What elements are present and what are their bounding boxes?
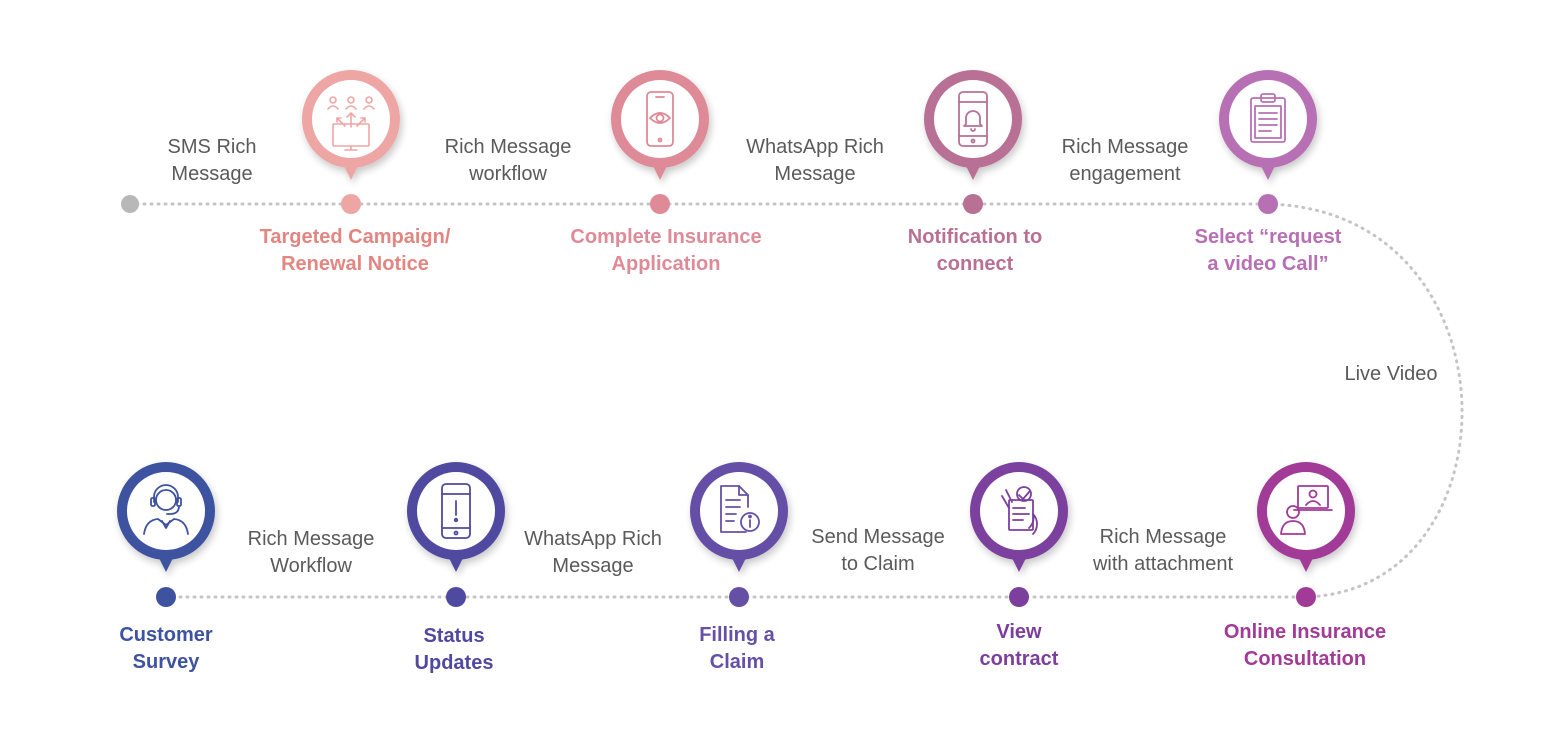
connector-label: Rich Message Workflow <box>216 526 406 580</box>
pin-request-video-call <box>1219 70 1317 214</box>
curve-label-text: Live Video <box>1344 363 1438 385</box>
step-title: Select “request a video Call” <box>1138 224 1398 278</box>
support-agent-icon <box>143 484 189 535</box>
connector-label-line: workflow <box>469 163 547 185</box>
step-title: Targeted Campaign/ Renewal Notice <box>225 224 485 278</box>
step-title-line: Claim <box>709 651 765 673</box>
connector-label: WhatsApp Rich Message <box>498 526 688 580</box>
pin-filling-claim <box>690 462 788 607</box>
step-title-line: View <box>996 621 1042 643</box>
curve-label: Live Video <box>1296 361 1486 388</box>
connector-label-line: Rich Message <box>1061 136 1189 158</box>
video-consultation-icon <box>1280 485 1333 535</box>
connector-label-line: WhatsApp Rich <box>746 136 884 158</box>
campaign-broadcast-icon <box>327 96 375 151</box>
connector-label-line: Rich Message <box>444 136 572 158</box>
step-title-line: Notification to <box>907 226 1043 248</box>
step-title: Online Insurance Consultation <box>1175 619 1435 673</box>
pin-status-updates <box>407 462 505 607</box>
step-title-line: Consultation <box>1243 648 1367 670</box>
connector-label-line: Message <box>774 163 856 185</box>
start-label: SMS Rich Message <box>117 134 307 188</box>
start-dot <box>121 195 139 213</box>
clipboard-icon <box>1250 93 1286 143</box>
step-title-line: Select “request <box>1194 226 1342 248</box>
step-title-line: Complete Insurance <box>570 226 762 248</box>
phone-alert-icon <box>441 483 471 539</box>
step-title: Status Updates <box>324 623 584 677</box>
step-title-line: a video Call” <box>1207 253 1329 275</box>
connector-label-line: to Claim <box>841 553 915 575</box>
connector-label: Rich Message with attachment <box>1068 524 1258 578</box>
step-title: View contract <box>889 619 1149 673</box>
connector-label: WhatsApp Rich Message <box>720 134 910 188</box>
pin-notification <box>924 70 1022 214</box>
connector-label: Send Message to Claim <box>783 524 973 578</box>
connector-label: Rich Message engagement <box>1030 134 1220 188</box>
phone-bell-icon <box>958 91 988 147</box>
connector-label-line: Send Message <box>811 526 945 548</box>
document-info-icon <box>720 485 760 533</box>
step-title-line: Online Insurance <box>1223 621 1387 643</box>
step-title-line: connect <box>936 253 1014 275</box>
step-title-line: Customer <box>119 624 213 646</box>
phone-eye-icon <box>646 91 674 147</box>
step-title: Customer Survey <box>36 622 296 676</box>
connector-label-line: WhatsApp Rich <box>524 528 662 550</box>
step-title-line: Filling a <box>699 624 775 646</box>
pin-complete-insurance <box>611 70 709 214</box>
connector-label-line: with attachment <box>1092 553 1234 575</box>
step-title-line: contract <box>979 648 1059 670</box>
connector-label-line: engagement <box>1069 163 1181 185</box>
start-label-line: SMS Rich <box>167 136 257 158</box>
pin-targeted-campaign <box>302 70 400 214</box>
connector-label-line: Message <box>552 555 634 577</box>
connecting-curve <box>1266 202 1464 599</box>
connector-label-line: Rich Message <box>247 528 375 550</box>
step-title-line: Targeted Campaign/ <box>259 226 451 248</box>
signed-contract-icon <box>1001 486 1038 535</box>
connector-label: Rich Message workflow <box>413 134 603 188</box>
step-title: Complete Insurance Application <box>536 224 796 278</box>
connector-label-line: Rich Message <box>1099 526 1227 548</box>
pin-customer-survey <box>117 462 215 607</box>
step-title-line: Updates <box>414 652 494 674</box>
step-title: Filling a Claim <box>607 622 867 676</box>
connector-label-line: Workflow <box>270 555 352 577</box>
step-title-line: Status <box>423 625 485 647</box>
step-title-line: Renewal Notice <box>281 253 429 275</box>
pin-view-contract <box>970 462 1068 607</box>
pin-online-consultation <box>1257 462 1355 607</box>
step-title: Notification to connect <box>845 224 1105 278</box>
start-label-line: Message <box>171 163 253 185</box>
step-title-line: Application <box>611 253 721 275</box>
step-title-line: Survey <box>132 651 200 673</box>
